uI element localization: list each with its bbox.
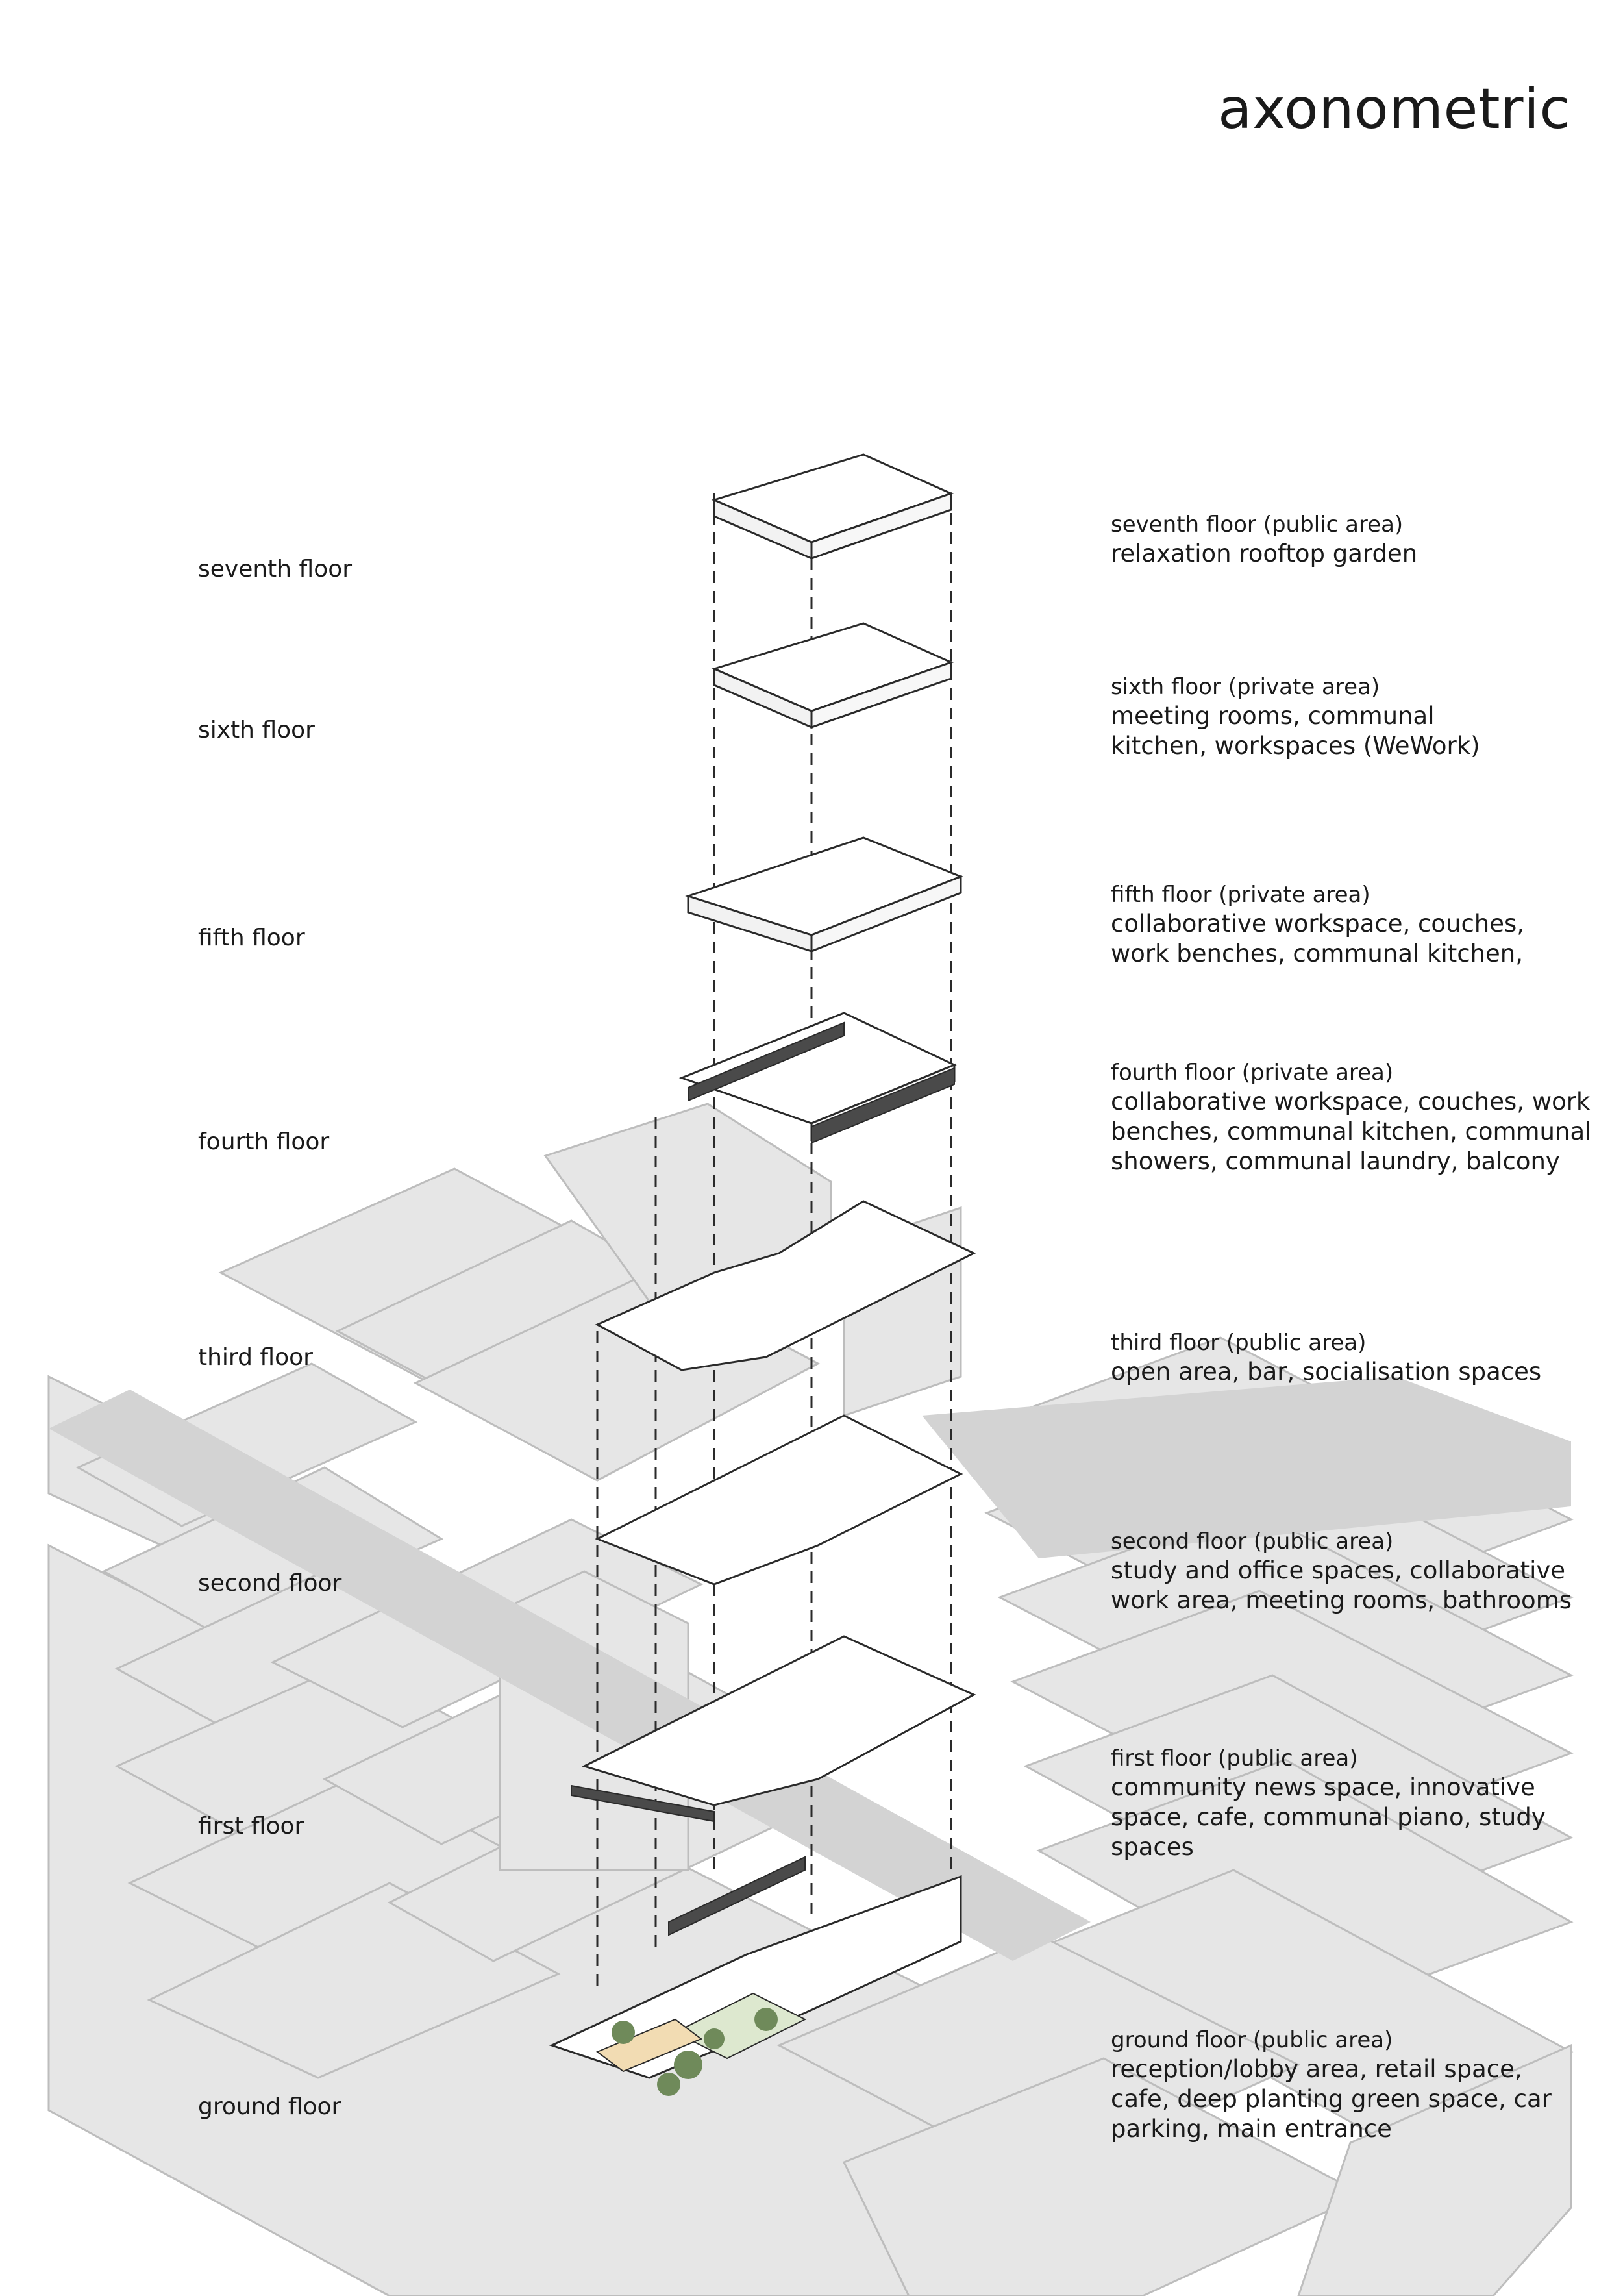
floor-description-body: relaxation rooftop garden — [1111, 540, 1418, 568]
floor-description-title: seventh floor (public area) — [1111, 512, 1404, 538]
floor-label-first: first floor — [198, 1813, 304, 1840]
floor-description-sixth: sixth floor (private area) meeting rooms… — [1111, 673, 1604, 761]
floor-description-body: collaborative workspace, couches, work b… — [1111, 1088, 1592, 1175]
floor-description-second: second floor (public area) study and off… — [1111, 1527, 1604, 1616]
floor-description-fourth: fourth floor (private area) collaborativ… — [1111, 1058, 1604, 1177]
floor-label-fourth: fourth floor — [198, 1129, 330, 1155]
floor-description-body: collaborative workspace, couches, work b… — [1111, 910, 1525, 967]
floor-description-title: third floor (public area) — [1111, 1330, 1367, 1356]
floor-description-title: sixth floor (private area) — [1111, 674, 1380, 700]
floor-description-title: second floor (public area) — [1111, 1529, 1394, 1554]
page-title: axonometric — [1218, 77, 1571, 142]
floor-label-fifth: fifth floor — [198, 925, 305, 951]
floor-label-second: second floor — [198, 1570, 342, 1597]
floor-description-first: first floor (public area) community news… — [1111, 1744, 1604, 1862]
floor-label-third: third floor — [198, 1344, 313, 1371]
floor-description-title: fifth floor (private area) — [1111, 882, 1370, 908]
floor-label-seventh: seventh floor — [198, 556, 353, 582]
dark-facades — [571, 1021, 955, 1936]
floor-description-third: third floor (public area) open area, bar… — [1111, 1329, 1604, 1387]
floor-description-body: reception/lobby area, retail space, cafe… — [1111, 2055, 1552, 2143]
floor-label-ground: ground floor — [198, 2093, 341, 2120]
floor-description-body: open area, bar, socialisation spaces — [1111, 1358, 1542, 1386]
floor-description-title: first floor (public area) — [1111, 1745, 1358, 1771]
floor-description-body: study and office spaces, collaborative w… — [1111, 1556, 1572, 1614]
floor-description-title: fourth floor (private area) — [1111, 1060, 1394, 1086]
roads — [49, 1377, 1571, 1961]
ground-trees — [612, 2008, 778, 2096]
floor-description-body: community news space, innovative space, … — [1111, 1773, 1546, 1861]
floor-description-seventh: seventh floor (public area) relaxation r… — [1111, 510, 1604, 569]
floor-description-body: meeting rooms, communal kitchen, workspa… — [1111, 702, 1480, 760]
floor-description-title: ground floor (public area) — [1111, 2027, 1393, 2053]
floor-description-ground: ground floor (public area) reception/lob… — [1111, 2026, 1604, 2144]
floor-description-fifth: fifth floor (private area) collaborative… — [1111, 880, 1604, 969]
floor-label-sixth: sixth floor — [198, 717, 315, 743]
